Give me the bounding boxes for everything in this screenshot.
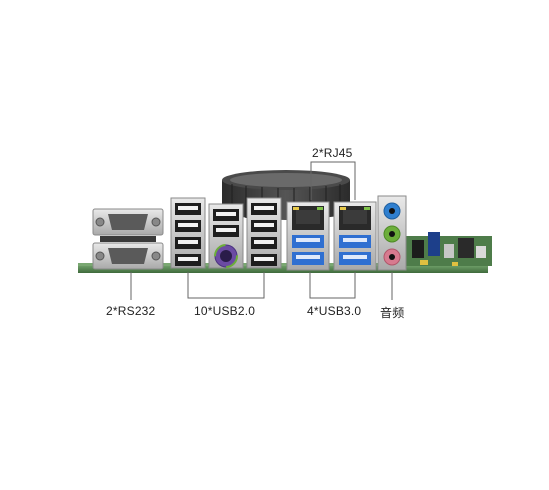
audio-label: 音频: [380, 306, 405, 320]
usb2-stack-2: [246, 197, 282, 269]
usb2-ps2-stack: [208, 203, 244, 269]
rj45-usb3-stack-2: [333, 201, 377, 271]
rj45-label: 2*RJ45: [312, 146, 353, 160]
rs232-label: 2*RS232: [106, 304, 156, 318]
leader-lines: [130, 161, 393, 300]
rj45-usb3-stack-1: [286, 201, 330, 271]
usb2-label: 10*USB2.0: [194, 304, 256, 318]
rs232-ports: [92, 208, 164, 270]
pcb-board: [78, 232, 492, 273]
audio-jacks: [377, 195, 407, 271]
usb2-stack-1: [170, 197, 206, 269]
usb3-label: 4*USB3.0: [307, 304, 362, 318]
